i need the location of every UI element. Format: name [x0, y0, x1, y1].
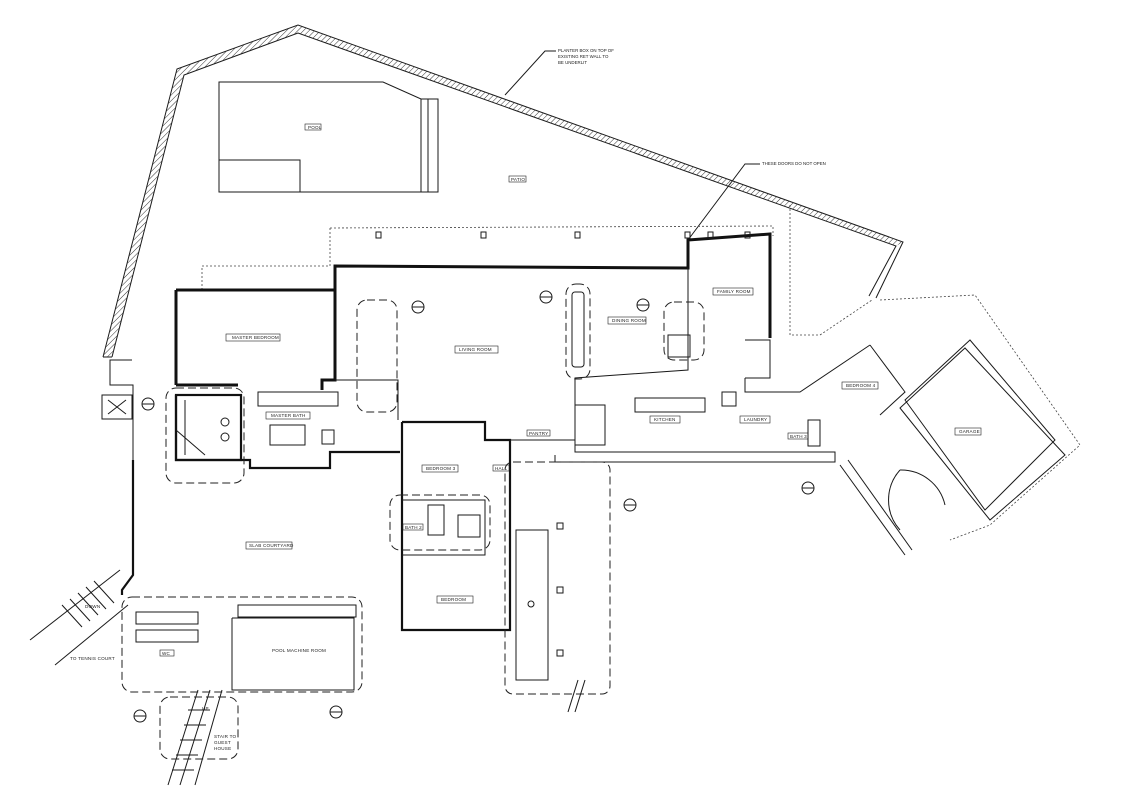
svg-text:THESE DOORS DO NOT OPEN: THESE DOORS DO NOT OPEN	[762, 161, 826, 166]
stair-label-up: UP	[202, 706, 209, 711]
planter-note: PLANTER BOX ON TOP OF EXISTING RET WALL …	[504, 48, 614, 96]
room-label-bath2: BATH 2	[405, 525, 422, 530]
pool: POOL	[218, 81, 439, 193]
kitchen: KITCHEN	[574, 391, 737, 446]
room-label-laundry: LAUNDRY	[744, 417, 767, 422]
room-label-master-bedroom: MASTER BEDROOM	[232, 335, 279, 340]
room-label-master-bath: MASTER BATH	[271, 413, 306, 418]
room-label-hall: HALL	[495, 466, 508, 471]
svg-text:PLANTER BOX ON TOP OF: PLANTER BOX ON TOP OF	[558, 48, 614, 53]
room-label-garage: GARAGE	[959, 429, 980, 434]
room-label-patio: PATIO	[511, 177, 525, 182]
section-markers	[133, 290, 815, 723]
room-label-courtyard: SLAB COURTYARD	[249, 543, 294, 548]
stair-label-guest-1: STAIR TO	[214, 734, 237, 739]
room-label-wc: WC	[162, 651, 171, 656]
svg-text:EXISTING RET WALL TO: EXISTING RET WALL TO	[558, 54, 609, 59]
room-label-family: FAMILY ROOM	[717, 289, 751, 294]
room-label-living: LIVING ROOM	[459, 347, 492, 352]
room-label-bath3: BATH 3	[790, 434, 807, 439]
pool-machine-room: WC POOL MACHINE ROOM	[121, 596, 363, 693]
stairs-guest: UP STAIR TO GUEST HOUSE	[159, 689, 239, 786]
dining-area: DINING ROOM	[565, 283, 705, 380]
room-label-bedroom2: BEDROOM	[441, 597, 466, 602]
stair-label-tennis: TO TENNIS COURT	[70, 656, 115, 661]
stair-label-guest-2: GUEST	[214, 740, 231, 745]
room-label-bedroom3: BEDROOM 3	[426, 466, 456, 471]
retaining-wall	[102, 24, 904, 358]
room-label-bedroom4: BEDROOM 4	[846, 383, 876, 388]
stair-label-down: DOWN	[85, 604, 100, 609]
room-label-pantry: PANTRY	[529, 431, 548, 436]
room-label-kitchen: KITCHEN	[654, 417, 676, 422]
master-bath: MASTER BATH	[174, 391, 339, 462]
bath2: BATH 2	[389, 494, 491, 551]
garage: GARAGE	[839, 294, 1081, 556]
stairs-tennis: DOWN TO TENNIS COURT	[29, 569, 129, 666]
room-label-dining: DINING ROOM	[612, 318, 646, 323]
room-label-pool-machine: POOL MACHINE ROOM	[272, 648, 326, 653]
stair-label-guest-3: HOUSE	[214, 746, 231, 751]
doors-note: THESE DOORS DO NOT OPEN	[687, 161, 826, 241]
svg-text:BE UNDERLIT: BE UNDERLIT	[558, 60, 587, 65]
room-label-pool: POOL	[308, 125, 322, 130]
